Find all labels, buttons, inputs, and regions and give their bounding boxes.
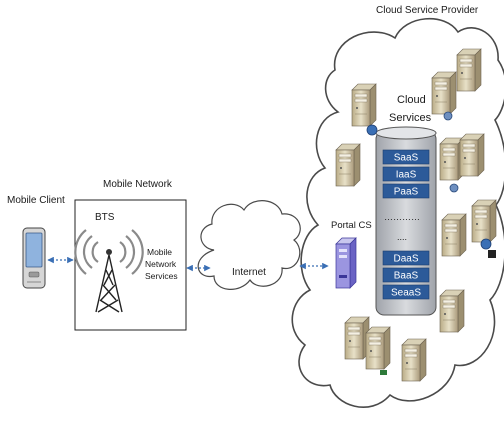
internet-label: Internet [232, 267, 266, 278]
service-label: SeaaS [391, 288, 421, 299]
server-icon [431, 71, 457, 115]
service-label: SaaS [394, 153, 419, 164]
mobile-phone-icon [22, 227, 46, 289]
service-box [382, 166, 430, 182]
server-icon [439, 289, 465, 333]
services-top-group: SaaS IaaS PaaS [382, 149, 430, 199]
mns-label-line1: Mobile [147, 247, 172, 257]
mns-label-line3: Services [145, 271, 178, 281]
server-icon [459, 133, 485, 177]
server-icon [471, 199, 497, 243]
services-ellipsis-short: .... [397, 232, 407, 242]
server-icon [344, 316, 370, 360]
service-box [382, 250, 430, 266]
tower-antenna-icon [74, 229, 144, 313]
status-badge-icon [380, 370, 387, 375]
services-ellipsis: ………… [384, 212, 420, 222]
lock-badge-icon [443, 111, 453, 121]
cloud-services-subtitle: Services [389, 112, 432, 124]
plug-badge-icon [488, 250, 496, 258]
service-box [382, 149, 430, 165]
service-label: PaaS [394, 187, 419, 198]
lock-badge-icon [449, 183, 459, 193]
server-icon [351, 83, 377, 127]
server-icon [335, 143, 361, 187]
globe-badge-icon [480, 238, 492, 250]
mobile-client-label: Mobile Client [7, 195, 65, 206]
service-label: BaaS [394, 271, 419, 282]
server-icon [365, 326, 391, 370]
server-icon [456, 48, 482, 92]
service-box [382, 183, 430, 199]
internet-cloud-icon [197, 200, 301, 290]
mns-label-line2: Network [145, 259, 177, 269]
service-box [382, 284, 430, 300]
service-box [382, 267, 430, 283]
globe-badge-icon [366, 124, 378, 136]
portal-server-icon [335, 237, 357, 289]
server-icon [441, 213, 467, 257]
portal-label: Portal CS [331, 220, 372, 231]
mobile-network-label: Mobile Network [103, 179, 173, 190]
bts-label: BTS [95, 212, 115, 223]
service-label: IaaS [396, 170, 417, 181]
service-label: DaaS [393, 254, 418, 265]
cloud-provider-label: Cloud Service Provider [376, 5, 479, 16]
services-bottom-group: DaaS BaaS SeaaS [382, 250, 430, 300]
cloud-services-title: Cloud [397, 94, 426, 106]
server-icon [401, 338, 427, 382]
